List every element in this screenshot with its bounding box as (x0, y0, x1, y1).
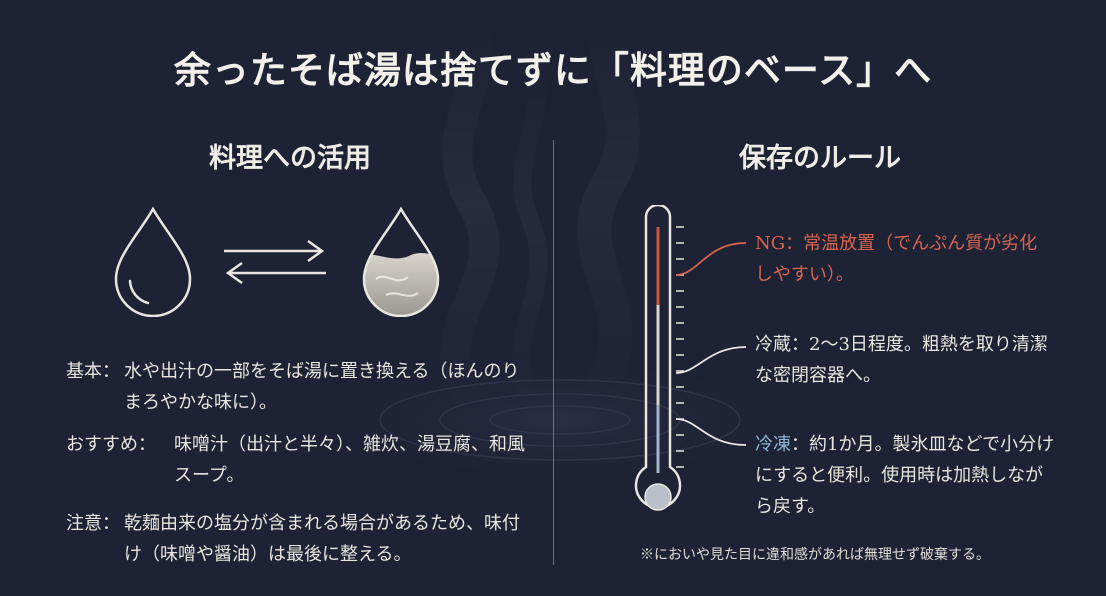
tip-caution-label: 注意： (66, 513, 120, 534)
right-section-heading: 保存のルール (739, 143, 901, 174)
tip-caution: 注意： 乾麺由来の塩分が含まれる場合があるため、味付け（味噌や醤油）は最後に整え… (66, 508, 536, 572)
rule-freeze-label: 冷凍 (755, 434, 791, 455)
tip-basic: 基本： 水や出汁の一部をそば湯に置き換える（ほんのりまろやかな味に）。 (66, 356, 526, 420)
center-divider (553, 140, 554, 565)
thermometer-icon (634, 205, 747, 511)
exchange-arrows-icon (224, 239, 326, 285)
rule-room-temp-ng: NG：常温放置（でんぷん質が劣化しやすい）。 (755, 233, 1038, 285)
water-drop-icon (114, 206, 192, 317)
tip-basic-text: 水や出汁の一部をそば湯に置き換える（ほんのりまろやかな味に）。 (124, 361, 520, 413)
rule-refrigerate: 冷蔵：2〜3日程度。粗熱を取り清潔な密閉容器へ。 (755, 334, 1048, 386)
tip-basic-label: 基本： (66, 361, 120, 382)
left-section-heading: 料理への活用 (209, 143, 371, 174)
tip-recommended-label: おすすめ： (66, 434, 156, 455)
soba-yu-drop-icon (362, 206, 440, 317)
page-title: 余ったそば湯は捨てずに「料理のベース」へ (173, 48, 933, 92)
rule-freeze-text: ：約1か月。製氷皿などで小分けにすると便利。使用時は加熱しながら戻す。 (755, 434, 1055, 517)
tip-recommended-text: 味噌汁（出汁と半々）、雑炊、湯豆腐、和風スープ。 (174, 434, 525, 486)
disposal-note: ※においや見た目に違和感があれば無理せず破棄する。 (640, 547, 990, 563)
tip-caution-text: 乾麺由来の塩分が含まれる場合があるため、味付け（味噌や醤油）は最後に整える。 (124, 513, 520, 565)
rule-freeze: 冷凍：約1か月。製氷皿などで小分けにすると便利。使用時は加熱しながら戻す。 (755, 429, 1055, 522)
tip-recommended: おすすめ： 味噌汁（出汁と半々）、雑炊、湯豆腐、和風スープ。 (66, 429, 526, 493)
